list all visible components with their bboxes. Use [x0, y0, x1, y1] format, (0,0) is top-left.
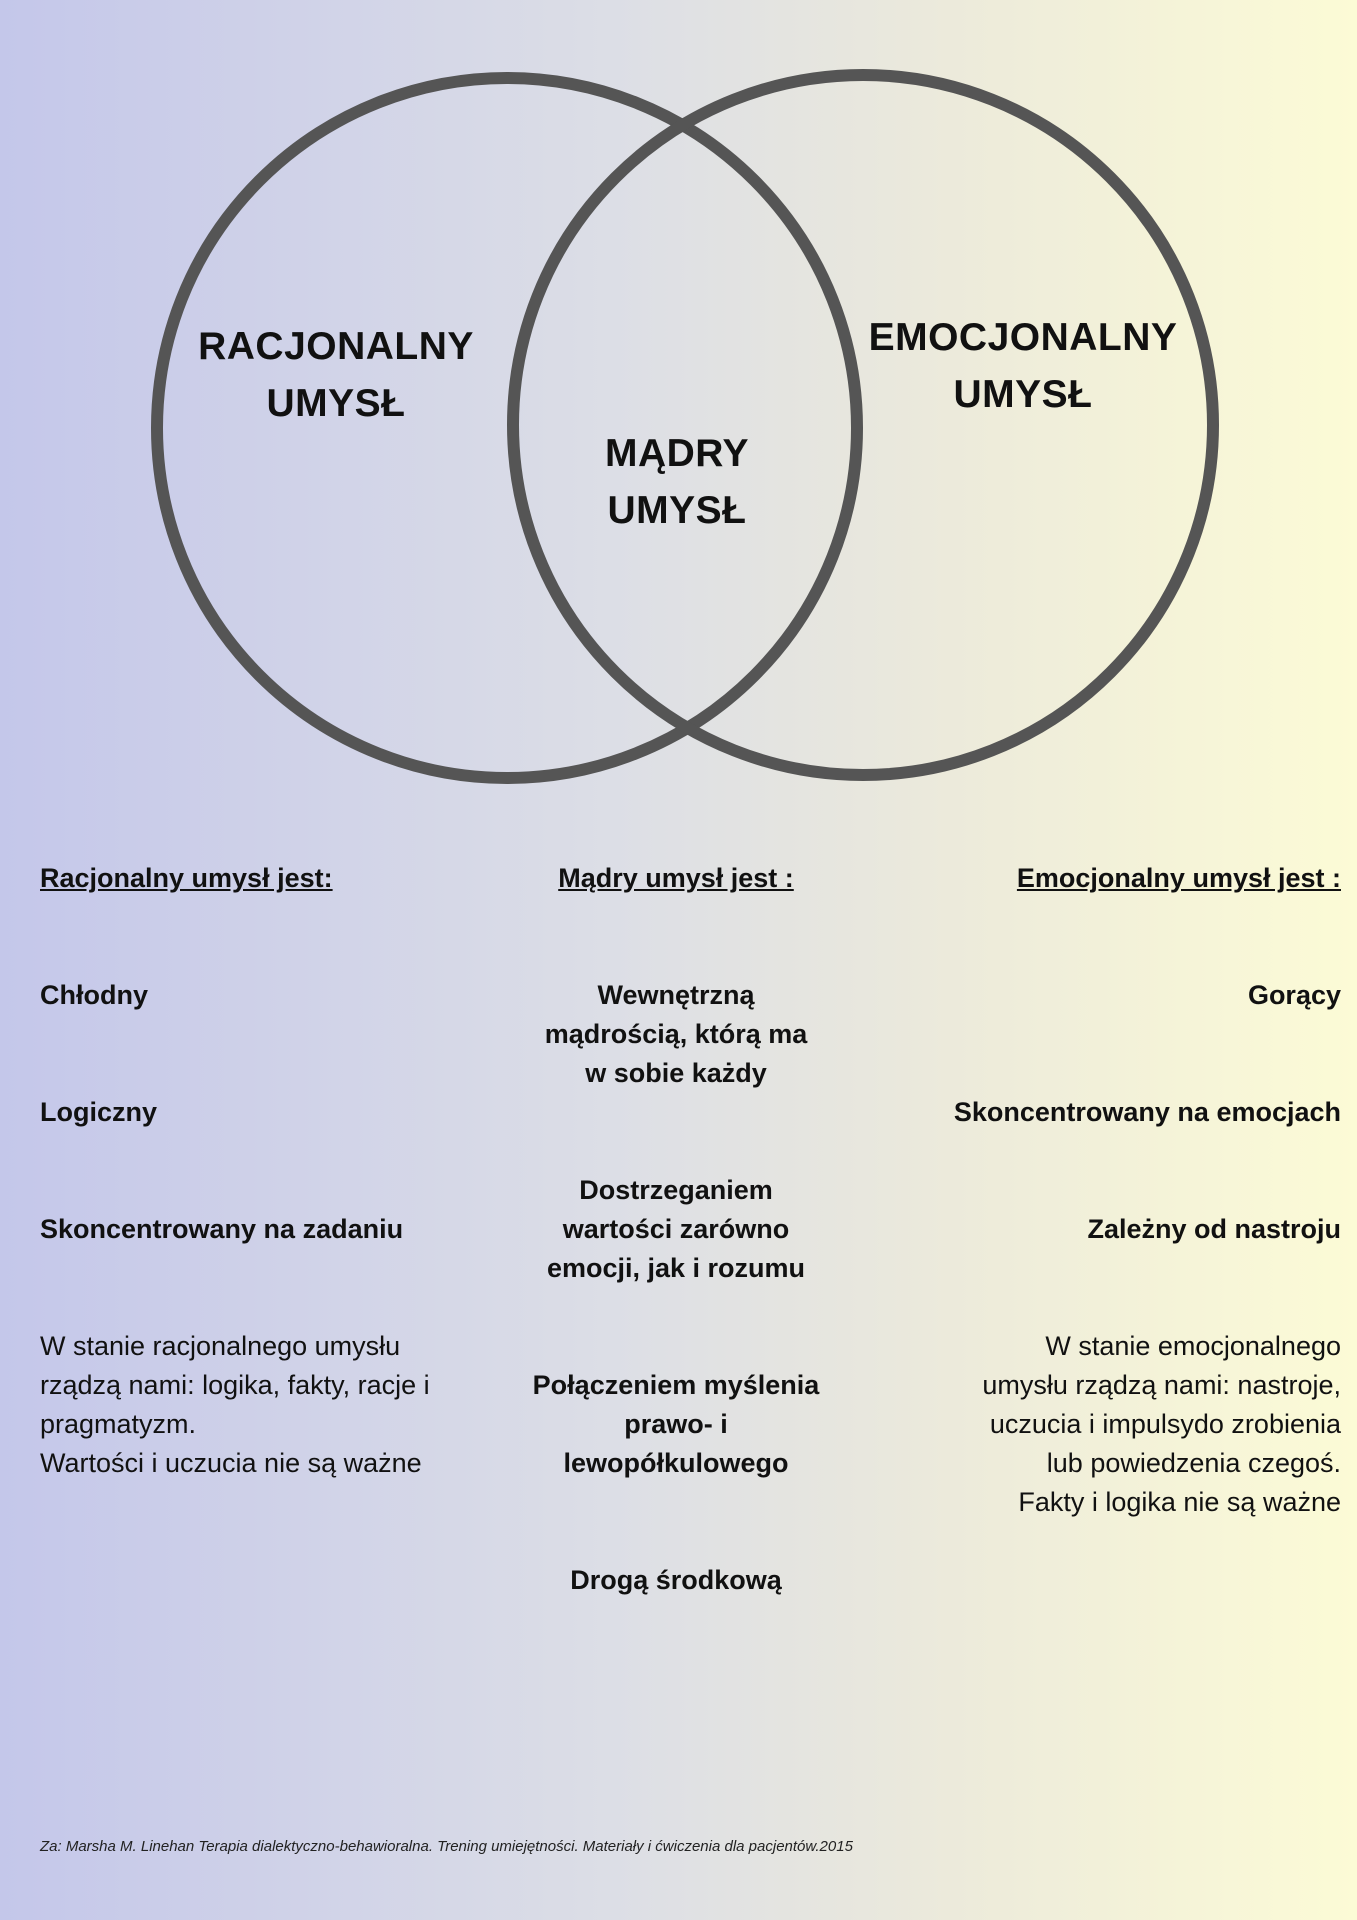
rational-mind-column: Racjonalny umysł jest: Chłodny Logiczny … [40, 820, 500, 1522]
rational-header: Racjonalny umysł jest: [40, 863, 333, 893]
wise-item: Wewnętrzną mądrością, którą ma w sobie k… [544, 980, 808, 1088]
emotional-paragraph: W stanie emocjonalnego umysłu rządzą nam… [982, 1331, 1341, 1517]
wise-item: Połączeniem myślenia prawo- i lewopółkul… [532, 1370, 820, 1478]
emotional-item: Gorący [1247, 980, 1341, 1010]
emotional-mind-circle [507, 69, 1219, 781]
rational-mind-circle [151, 72, 863, 784]
rational-item: Chłodny [40, 980, 148, 1010]
rational-item: Skoncentrowany na zadaniu [40, 1214, 404, 1244]
emotional-mind-column: Emocjonalny umysł jest : Gorący Skoncent… [881, 820, 1341, 1561]
emotional-item: Zależny od nastroju [1087, 1214, 1341, 1244]
venn-diagram [151, 69, 1219, 784]
rational-paragraph: W stanie racjonalnego umysłu rządzą nami… [40, 1331, 430, 1478]
wise-mind-column: Mądry umysł jest : Wewnętrzną mądrością,… [476, 820, 876, 1678]
emotional-mind-label: EMOCJONALNY UMYSŁ [868, 316, 1178, 416]
emotional-item: Skoncentrowany na emocjach [953, 1097, 1341, 1127]
wise-item: Drogą środkową [570, 1565, 782, 1595]
rational-mind-label: RACJONALNY UMYSŁ [198, 325, 474, 425]
emotional-header: Emocjonalny umysł jest : [1016, 863, 1341, 893]
wise-item: Dostrzeganiem wartości zarówno emocji, j… [546, 1175, 806, 1283]
wise-mind-label: MĄDRY UMYSŁ [604, 432, 750, 532]
wise-header: Mądry umysł jest : [558, 863, 794, 893]
rational-item: Logiczny [40, 1097, 158, 1127]
source-citation: Za: Marsha M. Linehan Terapia dialektycz… [40, 1838, 853, 1855]
